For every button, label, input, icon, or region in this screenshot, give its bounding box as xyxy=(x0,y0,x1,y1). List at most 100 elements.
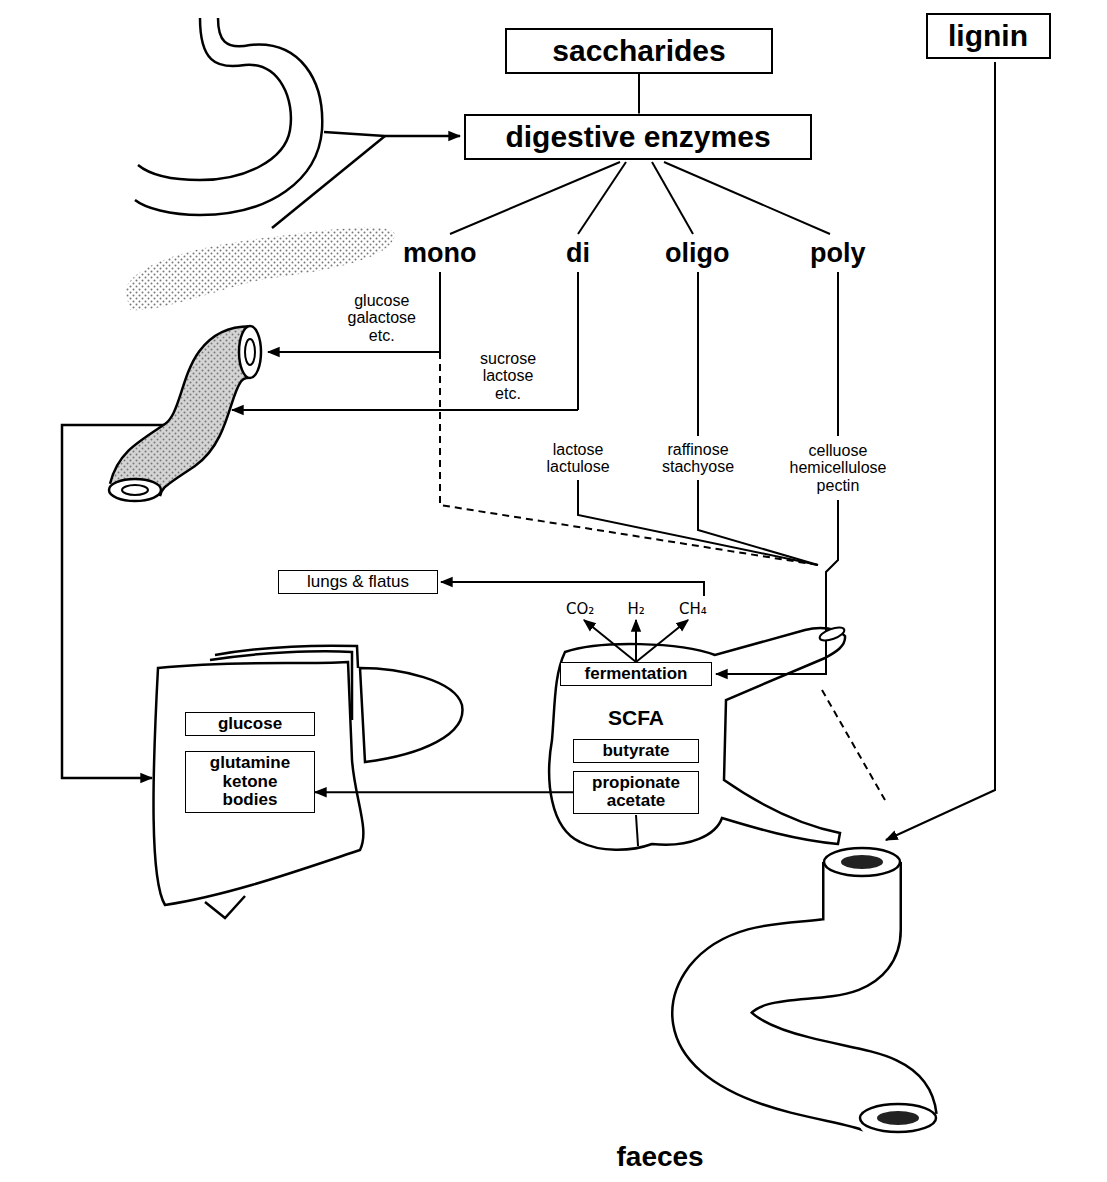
route-line xyxy=(439,272,441,352)
stomach xyxy=(135,18,322,215)
box-text: lignin xyxy=(942,19,1035,54)
small-intestine xyxy=(109,326,261,501)
leader-line xyxy=(272,136,385,228)
rectum-fill xyxy=(711,862,898,1118)
route-line xyxy=(577,272,579,410)
text-label: poly xyxy=(810,239,866,269)
box-text: butyrate xyxy=(582,742,690,761)
colon-outline xyxy=(549,628,845,850)
text-label: lactose lactulose xyxy=(545,441,612,476)
box-text: propionate acetate xyxy=(592,774,680,811)
box-text: lungs & flatus xyxy=(287,573,429,592)
text-label: di xyxy=(566,239,590,269)
region-heading: SCFA xyxy=(608,706,664,729)
text-label: H₂ xyxy=(626,601,647,618)
label-text: di xyxy=(566,239,590,269)
leader-line xyxy=(324,132,385,136)
box-text: glutamine ketone bodies xyxy=(210,754,290,810)
arrow-line xyxy=(635,620,637,662)
text-label: celluose hemicellulose pectin xyxy=(788,442,889,495)
text-label: oligo xyxy=(665,239,729,269)
process-box: digestive enzymes xyxy=(464,114,812,161)
label-text: poly xyxy=(810,239,866,269)
arrow-line xyxy=(636,620,688,662)
process-box: lignin xyxy=(926,13,1051,60)
liver-vessel xyxy=(215,646,358,668)
process-box: propionate acetate xyxy=(573,771,699,814)
liver-outline xyxy=(154,662,364,905)
arrow-line xyxy=(232,409,578,411)
intestine-stipple xyxy=(135,352,250,490)
text-label: mono xyxy=(403,239,477,269)
liver-lobe xyxy=(360,668,463,762)
route-line xyxy=(837,272,839,436)
label-text: lactose lactulose xyxy=(547,441,610,476)
colon-region: SCFA fermentation butyrate propionate aceta… xyxy=(540,630,850,855)
label-text: mono xyxy=(403,239,477,269)
leader-line xyxy=(578,162,626,234)
process-box: glutamine ketone bodies xyxy=(185,751,315,813)
leader-line xyxy=(450,162,620,234)
label-text: glucose galactose etc. xyxy=(348,292,417,345)
text-label: glucose galactose etc. xyxy=(346,292,419,345)
intestine-fill xyxy=(135,352,250,490)
label-text: faeces xyxy=(617,1142,704,1173)
intestine-opening xyxy=(239,326,261,378)
box-text: fermentation xyxy=(569,665,703,684)
text-label: CH₄ xyxy=(677,601,709,618)
rectum-lumen xyxy=(877,1111,919,1125)
arrow-line xyxy=(584,620,636,662)
intestine-lumen xyxy=(122,485,148,495)
liver xyxy=(154,646,463,918)
text-label: CO₂ xyxy=(564,601,596,618)
saccharide-routes xyxy=(232,272,838,674)
connector xyxy=(315,791,573,793)
box-text: digestive enzymes xyxy=(480,120,796,155)
connector xyxy=(638,74,640,114)
arrow-line xyxy=(441,582,704,596)
process-box: fermentation xyxy=(560,662,712,687)
rectum-outline xyxy=(711,862,898,1118)
liver-vessel xyxy=(210,651,352,720)
rectum-lumen xyxy=(841,855,883,869)
rectum-opening xyxy=(860,1104,936,1132)
label-text: oligo xyxy=(665,239,729,269)
label-text: raffinose stachyose xyxy=(662,441,734,476)
intestine-outline xyxy=(135,352,250,490)
enzyme-fan xyxy=(450,162,830,234)
text-label: raffinose stachyose xyxy=(660,441,736,476)
label-text: CO₂ xyxy=(566,601,594,618)
process-box: lungs & flatus xyxy=(278,570,438,595)
label-text: sucrose lactose etc. xyxy=(480,350,536,403)
arrow-line xyxy=(716,500,838,674)
process-box: butyrate xyxy=(573,739,699,764)
dashed-route xyxy=(822,690,885,800)
colon-fold xyxy=(636,815,638,846)
route-line xyxy=(697,272,699,436)
intestine-lumen xyxy=(245,339,255,365)
leader-line xyxy=(664,162,830,234)
intestine-opening xyxy=(109,479,161,501)
text-label: faeces xyxy=(617,1142,704,1173)
colon-opening xyxy=(818,625,846,643)
arrow-line xyxy=(268,351,440,353)
lignin-arrow xyxy=(886,62,995,840)
stomach-outline xyxy=(138,18,291,180)
rectum-opening xyxy=(824,848,900,876)
box-text: glucose xyxy=(194,715,306,734)
process-box: glucose xyxy=(185,712,315,737)
label-text: CH₄ xyxy=(679,601,707,618)
process-box: saccharides xyxy=(505,28,773,75)
arrow-line xyxy=(385,135,460,138)
stomach-pancreas-arrows xyxy=(272,132,460,228)
route-line xyxy=(578,480,818,565)
label-text: H₂ xyxy=(628,601,645,618)
label-text: celluose hemicellulose pectin xyxy=(790,442,887,495)
box-text: saccharides xyxy=(521,34,757,69)
liver-tip xyxy=(205,896,245,918)
rectum xyxy=(711,848,936,1132)
text-label: sucrose lactose etc. xyxy=(478,350,538,403)
